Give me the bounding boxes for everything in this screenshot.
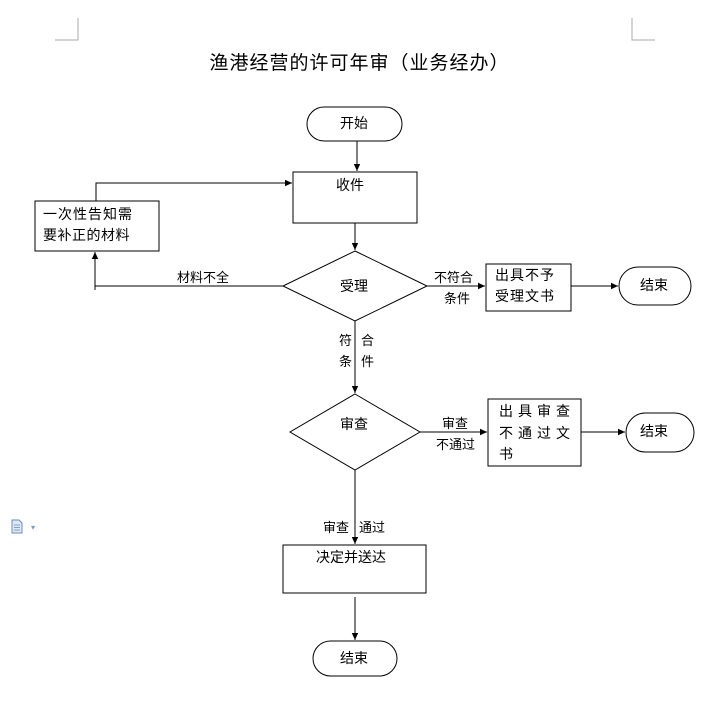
doc-icon[interactable] <box>11 519 23 534</box>
review-label: 审查 <box>340 417 368 433</box>
end-label-3: 结束 <box>340 651 368 667</box>
reject-review-label-2: 不通过文 <box>499 426 575 442</box>
start-node <box>306 106 403 142</box>
start-label: 开始 <box>340 116 368 132</box>
chevron-down-icon[interactable]: ▾ <box>31 523 36 532</box>
end-label-2: 结束 <box>640 424 668 440</box>
edge-label-review-pass-2: 通过 <box>359 521 386 536</box>
reject-review-box <box>487 398 582 467</box>
notify-box <box>34 200 160 252</box>
edge-label-meet-1a: 符 <box>339 334 353 349</box>
edge-label-meet-1b: 合 <box>361 334 375 349</box>
decide-box <box>282 544 427 594</box>
accept-label: 受理 <box>340 279 368 295</box>
notify-label-2: 要补正的材料 <box>43 228 130 244</box>
edge-label-not-meet-1: 不符合 <box>434 271 474 286</box>
edge-label-meet-2a: 条 <box>339 355 353 370</box>
reject-accept-box <box>485 263 572 312</box>
end-label-1: 结束 <box>640 278 668 294</box>
receive-label: 收件 <box>336 178 364 194</box>
edge-label-review-pass-1: 审查 <box>323 521 350 536</box>
end-node-3 <box>312 640 398 677</box>
page-corner-marks <box>55 18 655 41</box>
reject-review-label-3: 书 <box>499 447 513 463</box>
edge-label-incomplete: 材料不全 <box>177 271 230 286</box>
reject-review-label-1: 出具审查 <box>499 404 575 420</box>
edge-label-meet-2b: 件 <box>361 355 375 370</box>
decide-label: 决定并送达 <box>316 550 386 566</box>
edge-label-review-fail-2: 不通过 <box>436 438 476 453</box>
end-node-1 <box>618 266 692 306</box>
arrow-notify-receive <box>95 179 292 201</box>
edge-label-review-fail-1: 审查 <box>442 417 469 432</box>
receive-box <box>292 171 418 224</box>
notify-label-1: 一次性告知需 <box>43 207 133 223</box>
page-title: 渔港经营的许可年审（业务经办） <box>209 52 510 74</box>
edge-label-not-meet-2: 条件 <box>444 292 471 307</box>
reject-accept-label-1: 出具不予 <box>495 268 555 284</box>
end-node-2 <box>625 412 695 453</box>
reject-accept-label-2: 受理文书 <box>495 289 555 305</box>
